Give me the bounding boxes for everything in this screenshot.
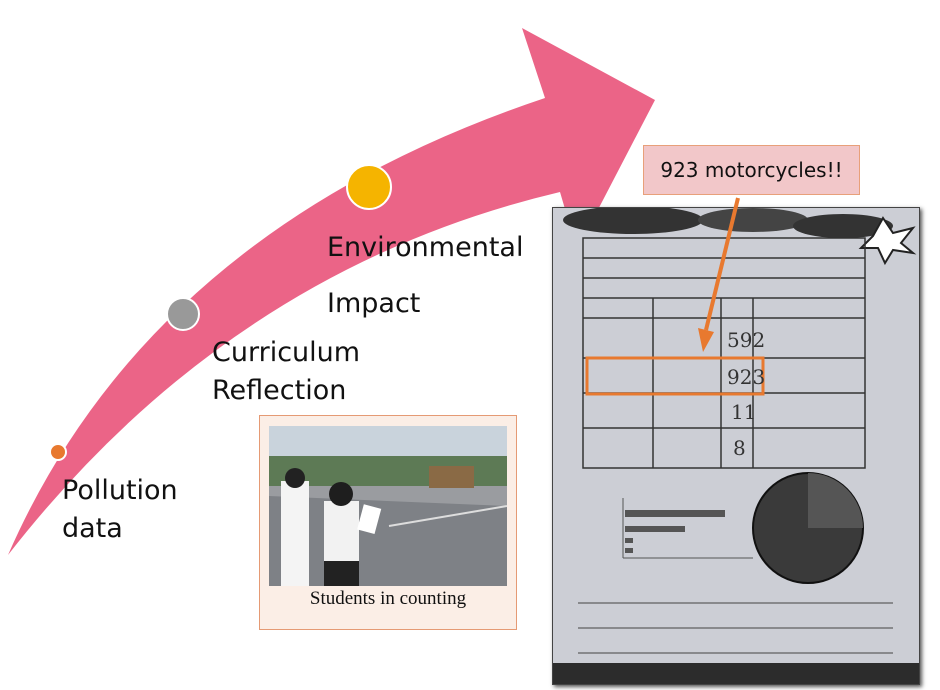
- motorcycle-row-highlight: [585, 356, 765, 396]
- stage-label-line: Impact: [327, 288, 421, 319]
- stage-label-environmental: Environmental Impact: [327, 220, 523, 332]
- motorcycle-callout: 923 motorcycles!!: [643, 145, 860, 195]
- stage-label-line: Curriculum: [212, 337, 361, 368]
- stage-dot-pollution: [49, 443, 67, 461]
- student-photo-frame: Students in counting: [259, 415, 517, 630]
- stage-label-pollution: Pollution data: [62, 472, 178, 548]
- photo-caption: Students in counting: [309, 588, 467, 609]
- stage-label-line: Pollution: [62, 475, 178, 506]
- bicycle-count: 11: [731, 400, 757, 424]
- stage-label-line: data: [62, 513, 123, 544]
- stage-dot-curriculum: [166, 297, 200, 331]
- curved-arrow-shape: [8, 28, 655, 555]
- street-photo: [269, 426, 507, 586]
- stage-label-line: Environmental: [327, 232, 524, 263]
- car-count: 592: [727, 328, 766, 352]
- bus-count: 8: [733, 436, 746, 460]
- stage-dot-environmental: [346, 164, 392, 210]
- stage-label-line: Reflection: [212, 375, 347, 406]
- motorcycle-count: 923: [727, 365, 766, 389]
- worksheet-photo: 592 923 11 8: [552, 207, 920, 685]
- stage-label-curriculum: Curriculum Reflection: [212, 334, 360, 410]
